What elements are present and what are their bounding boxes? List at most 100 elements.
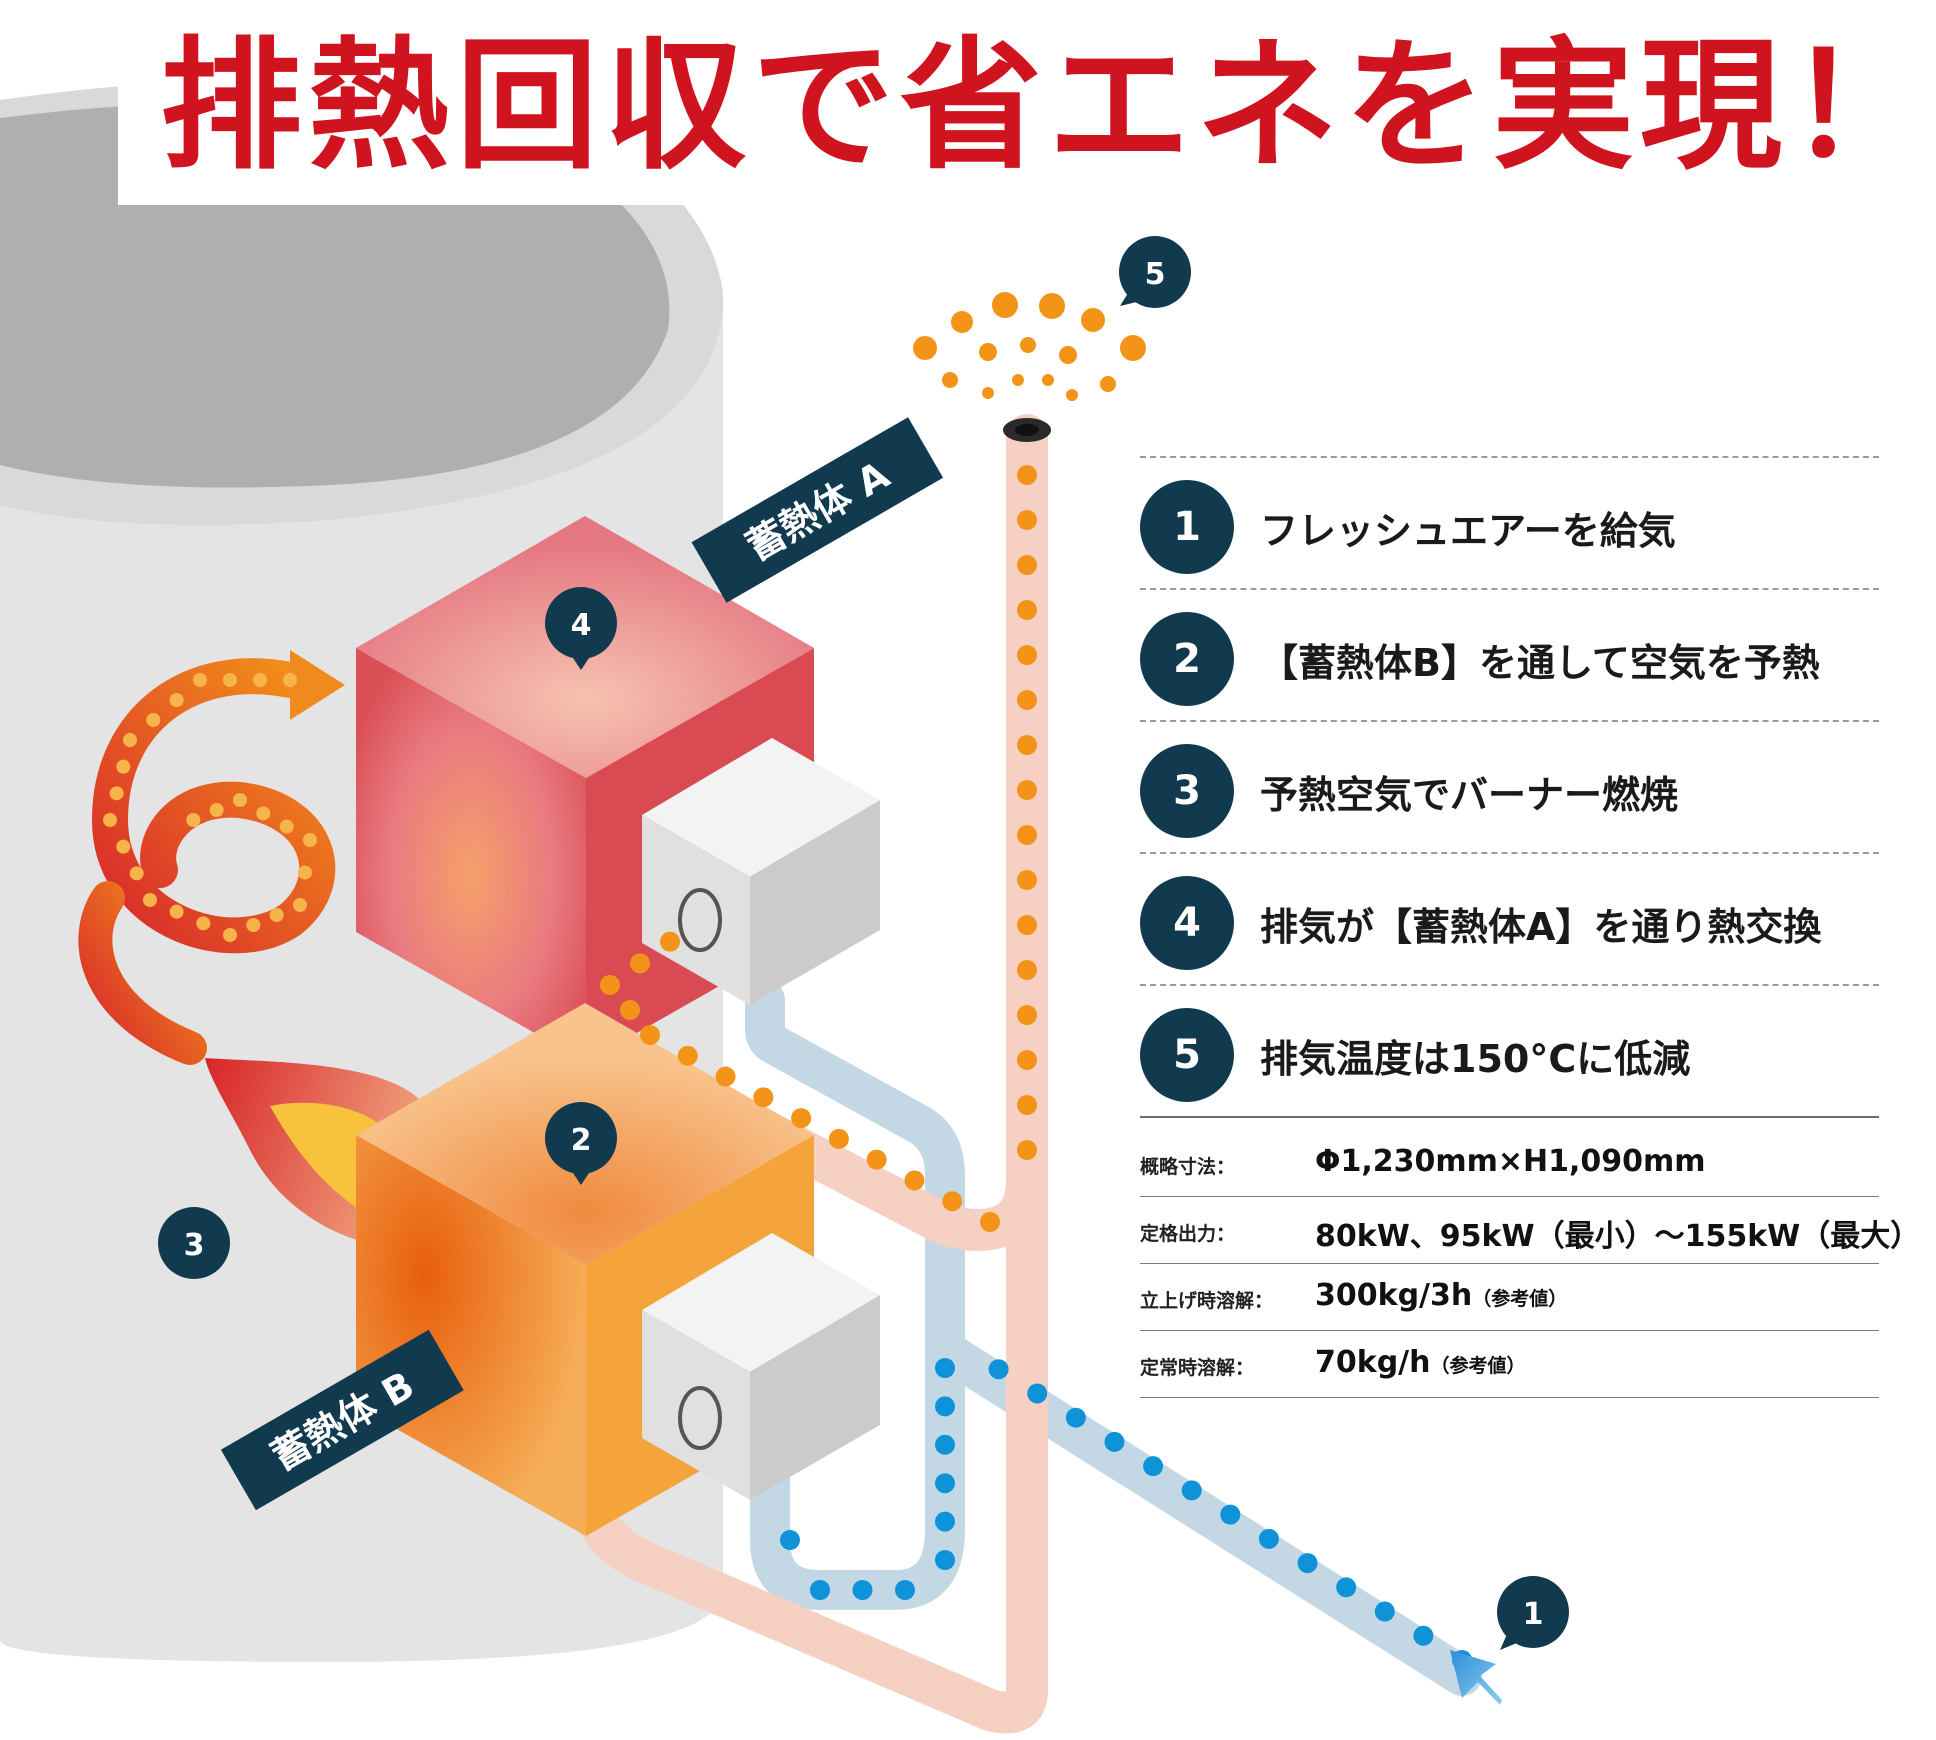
swirl-dot <box>283 673 297 687</box>
spec-row: 概略寸法： Φ1,230mm×H1,090mm <box>1140 1130 1879 1197</box>
swirl-dot <box>253 673 267 687</box>
arrow-icon <box>290 650 345 720</box>
spec-label: 立上げ時溶解： <box>1140 1290 1274 1312</box>
step-text: 予熱空気でバーナー燃焼 <box>1260 773 1679 817</box>
swirl-dot <box>209 803 224 817</box>
fresh-air-dot <box>935 1550 955 1570</box>
fresh-air-dot <box>1297 1553 1318 1574</box>
fresh-air-dot <box>810 1580 830 1600</box>
smoke-dot <box>1042 374 1054 386</box>
swirl-dot <box>143 893 157 907</box>
smoke-dot <box>1066 389 1078 401</box>
fresh-air-dot <box>988 1359 1009 1380</box>
exhaust-dot <box>1017 600 1037 620</box>
fresh-air-dot <box>935 1473 955 1494</box>
swirl-dot <box>298 865 312 880</box>
fresh-air-dot <box>1027 1383 1048 1404</box>
exhaust-dot <box>1017 1005 1037 1025</box>
exhaust-smoke-dots <box>913 292 1146 401</box>
swirl-dot <box>223 928 237 942</box>
fresh-air-dot <box>1258 1528 1279 1549</box>
swirl-dot <box>233 793 247 807</box>
exhaust-dot <box>791 1108 812 1129</box>
step-number-badge: 3 <box>1140 744 1234 838</box>
page-title: 排熱回収で省エネを実現！ <box>160 24 1936 189</box>
exhaust-dot <box>1017 510 1037 530</box>
exhaust-dot <box>660 931 680 952</box>
svg-text:4: 4 <box>571 608 592 643</box>
exhaust-dot <box>1017 645 1037 665</box>
steps-list: 1 フレッシュエアーを給気 2 【蓄熱体B】を通して空気を予熱 3 予熱空気でバ… <box>1140 456 1879 1118</box>
exhaust-dot <box>1017 735 1037 755</box>
exhaust-dot <box>980 1212 1000 1232</box>
exhaust-dot <box>1017 690 1037 710</box>
step-text: フレッシュエアーを給気 <box>1260 509 1676 553</box>
fresh-air-dot <box>935 1434 955 1455</box>
smoke-dot <box>942 372 958 388</box>
smoke-dot <box>1059 346 1077 364</box>
step-number-badge: 1 <box>1140 480 1234 574</box>
swirl-dot <box>279 819 294 834</box>
step-number-badge: 2 <box>1140 612 1234 706</box>
exhaust-dot <box>1017 1140 1037 1160</box>
exhaust-dot <box>1017 465 1037 485</box>
spec-row: 定格出力： 80kW、95kW（最小）～155kW（最大） <box>1140 1197 1920 1264</box>
step-item: 2 【蓄熱体B】を通して空気を予熱 <box>1140 588 1879 720</box>
step-item: 5 排気温度は150°Cに低減 <box>1140 984 1879 1118</box>
smoke-dot <box>1100 376 1116 392</box>
fresh-air-dot <box>895 1580 915 1600</box>
step-text: 排気が【蓄熱体A】を通り熱交換 <box>1260 905 1822 949</box>
marker-two: 2 <box>545 1102 617 1185</box>
svg-text:3: 3 <box>184 1228 205 1263</box>
swirl-dot <box>193 673 207 687</box>
fresh-air-dot <box>935 1511 955 1532</box>
smoke-dot <box>1081 308 1105 332</box>
swirl-dot <box>246 918 261 932</box>
smoke-dot <box>1120 335 1146 361</box>
spec-table: 概略寸法： Φ1,230mm×H1,090mm 定格出力： 80kW、95kW（… <box>1140 1130 1920 1398</box>
heat-storage-block-a <box>356 516 880 1062</box>
fresh-air-dot <box>1336 1577 1357 1598</box>
step-text: 【蓄熱体B】を通して空気を予熱 <box>1260 641 1820 685</box>
exhaust-dot <box>942 1191 963 1212</box>
exhaust-dot <box>1017 555 1037 575</box>
exhaust-dot <box>1017 960 1037 980</box>
fresh-air-dot <box>1143 1456 1164 1477</box>
exhaust-dot <box>866 1149 887 1170</box>
exhaust-dot <box>600 975 620 995</box>
spec-row: 立上げ時溶解： 300kg/3h（参考値） <box>1140 1264 1879 1331</box>
smoke-dot <box>951 311 973 333</box>
step-item: 1 フレッシュエアーを給気 <box>1140 456 1879 588</box>
heat-storage-block-b <box>356 1003 880 1536</box>
fresh-air-dot <box>1104 1431 1125 1452</box>
fresh-air-dot <box>1181 1480 1202 1501</box>
fresh-air-dot <box>780 1530 800 1550</box>
fresh-air-dot <box>852 1580 873 1600</box>
smoke-dot <box>982 387 994 399</box>
swirl-dot <box>146 713 161 727</box>
smoke-dot <box>979 343 997 361</box>
swirl-dot <box>256 806 271 821</box>
exhaust-dot <box>620 1000 640 1020</box>
spec-label: 定格出力： <box>1140 1223 1236 1245</box>
exhaust-dot <box>753 1087 774 1108</box>
exhaust-dot <box>715 1066 736 1087</box>
block-a-tag: 蓄熱体 A <box>691 417 944 603</box>
exhaust-dot <box>1017 870 1037 890</box>
exhaust-dot <box>1017 915 1037 935</box>
svg-text:2: 2 <box>571 1123 592 1158</box>
swirl-arrow <box>78 650 345 1065</box>
smoke-dot <box>1012 374 1024 386</box>
swirl-dot <box>186 813 201 827</box>
fresh-air-dot <box>1220 1504 1241 1525</box>
swirl-dot <box>303 833 317 847</box>
spec-value: 80kW、95kW（最小）～155kW（最大） <box>1315 1219 1921 1254</box>
speech-marker-icon <box>1120 290 1145 306</box>
fresh-air-dot <box>1374 1601 1395 1622</box>
fresh-air-dot <box>935 1396 955 1417</box>
smoke-dot <box>992 292 1018 318</box>
swirl-dot <box>293 898 307 912</box>
marker-five: 5 <box>1119 236 1191 308</box>
step-item: 4 排気が【蓄熱体A】を通り熱交換 <box>1140 852 1879 984</box>
swirl-dot <box>223 673 237 687</box>
